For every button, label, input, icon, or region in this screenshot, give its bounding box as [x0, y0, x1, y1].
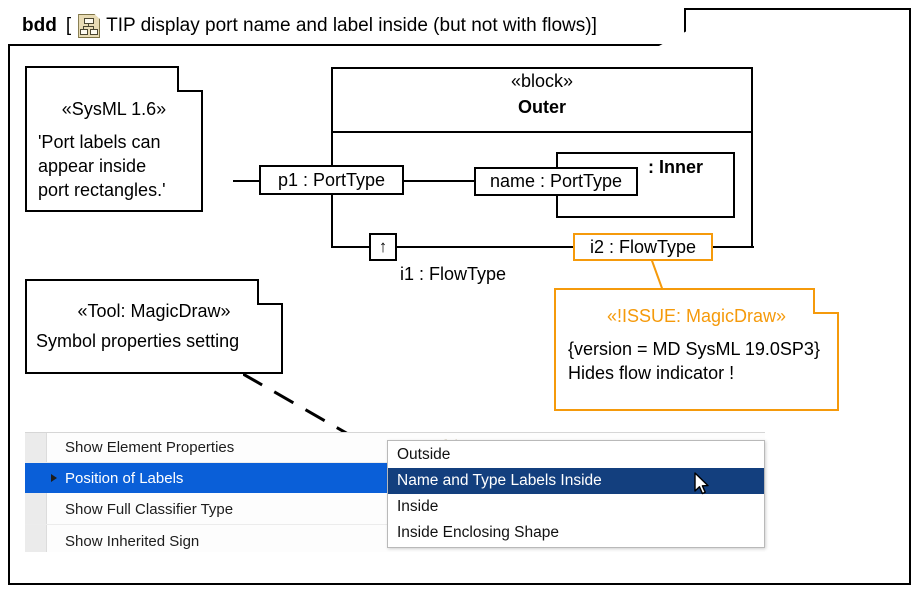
- submenu-item-outside[interactable]: Outside: [388, 442, 764, 468]
- note-tool[interactable]: [25, 279, 283, 374]
- note-tool-fold-icon: [257, 279, 283, 305]
- note-issue[interactable]: [554, 288, 839, 411]
- diagram-bracket-open: [: [65, 15, 72, 36]
- diagram-hierarchy-icon: [78, 14, 101, 38]
- diagram-title: TIP display port name and label inside (…: [106, 15, 597, 36]
- connector-p1-to-name: [403, 180, 475, 182]
- connector-left-stub: [331, 246, 371, 248]
- menu-item-label: Show Element Properties: [65, 439, 235, 456]
- connector-note-to-p1: [233, 180, 260, 182]
- note-issue-line-2: Hides flow indicator !: [568, 362, 735, 383]
- connector-i2-to-right: [712, 246, 754, 248]
- submenu-arrow-icon: [51, 474, 57, 482]
- submenu-item-inside[interactable]: Inside: [388, 494, 764, 520]
- diagram-kind-label: bdd: [22, 15, 57, 36]
- submenu-item-label: Name and Type Labels Inside: [397, 472, 602, 489]
- note-sysml[interactable]: [25, 66, 203, 212]
- port-i1-caption: i1 : FlowType: [400, 264, 507, 284]
- anchor-line-tool-note-dashed: [243, 374, 355, 438]
- inner-part-block[interactable]: [556, 152, 735, 218]
- port-i2[interactable]: i2 : FlowType: [573, 233, 713, 261]
- note-sysml-line-1: 'Port labels can: [38, 132, 161, 152]
- outer-block-name: Outer: [517, 97, 566, 117]
- submenu-item-inside-enclosing-shape[interactable]: Inside Enclosing Shape: [388, 520, 764, 546]
- note-issue-title: «!ISSUE: MagicDraw»: [606, 306, 787, 326]
- note-sysml-fold-icon: [177, 66, 203, 92]
- note-sysml-line-2: appear inside: [38, 155, 147, 176]
- outer-block-stereotype: «block»: [510, 71, 574, 91]
- note-sysml-title: «SysML 1.6»: [61, 99, 167, 119]
- note-sysml-line-3: port rectangles.': [38, 179, 166, 200]
- note-tool-title: «Tool: MagicDraw»: [77, 301, 231, 321]
- submenu-item-label: Inside: [397, 498, 439, 515]
- menu-item-show-inherited-sign[interactable]: Show Inherited Sign: [25, 527, 765, 552]
- note-tool-body: Symbol properties setting: [36, 331, 240, 351]
- note-issue-fold-icon: [813, 288, 839, 314]
- menu-item-label: Position of Labels: [65, 469, 184, 487]
- note-issue-line-1: {version = MD SysML 19.0SP3}: [568, 339, 820, 359]
- submenu-item-label: Outside: [397, 446, 451, 463]
- note-sysml-body: 'Port labels can appear inside port rect…: [38, 131, 166, 202]
- inner-part-label: : Inner: [648, 157, 704, 177]
- menu-item-label: Show Inherited Sign: [65, 533, 200, 550]
- port-i1-flow-indicator[interactable]: ↑: [369, 233, 397, 261]
- diagram-frame-header: bdd [ TIP display port name and label in…: [8, 8, 686, 46]
- note-issue-body: {version = MD SysML 19.0SP3} Hides flow …: [568, 338, 820, 386]
- menu-item-label: Show Full Classifier Type: [65, 501, 234, 518]
- connector-i1-to-i2: [396, 246, 574, 248]
- mouse-pointer-icon: [694, 472, 709, 495]
- outer-block-compartment-divider: [331, 131, 753, 133]
- port-p1[interactable]: p1 : PortType: [259, 165, 404, 195]
- port-name[interactable]: name : PortType: [474, 167, 638, 196]
- submenu-item-label: Inside Enclosing Shape: [397, 524, 560, 541]
